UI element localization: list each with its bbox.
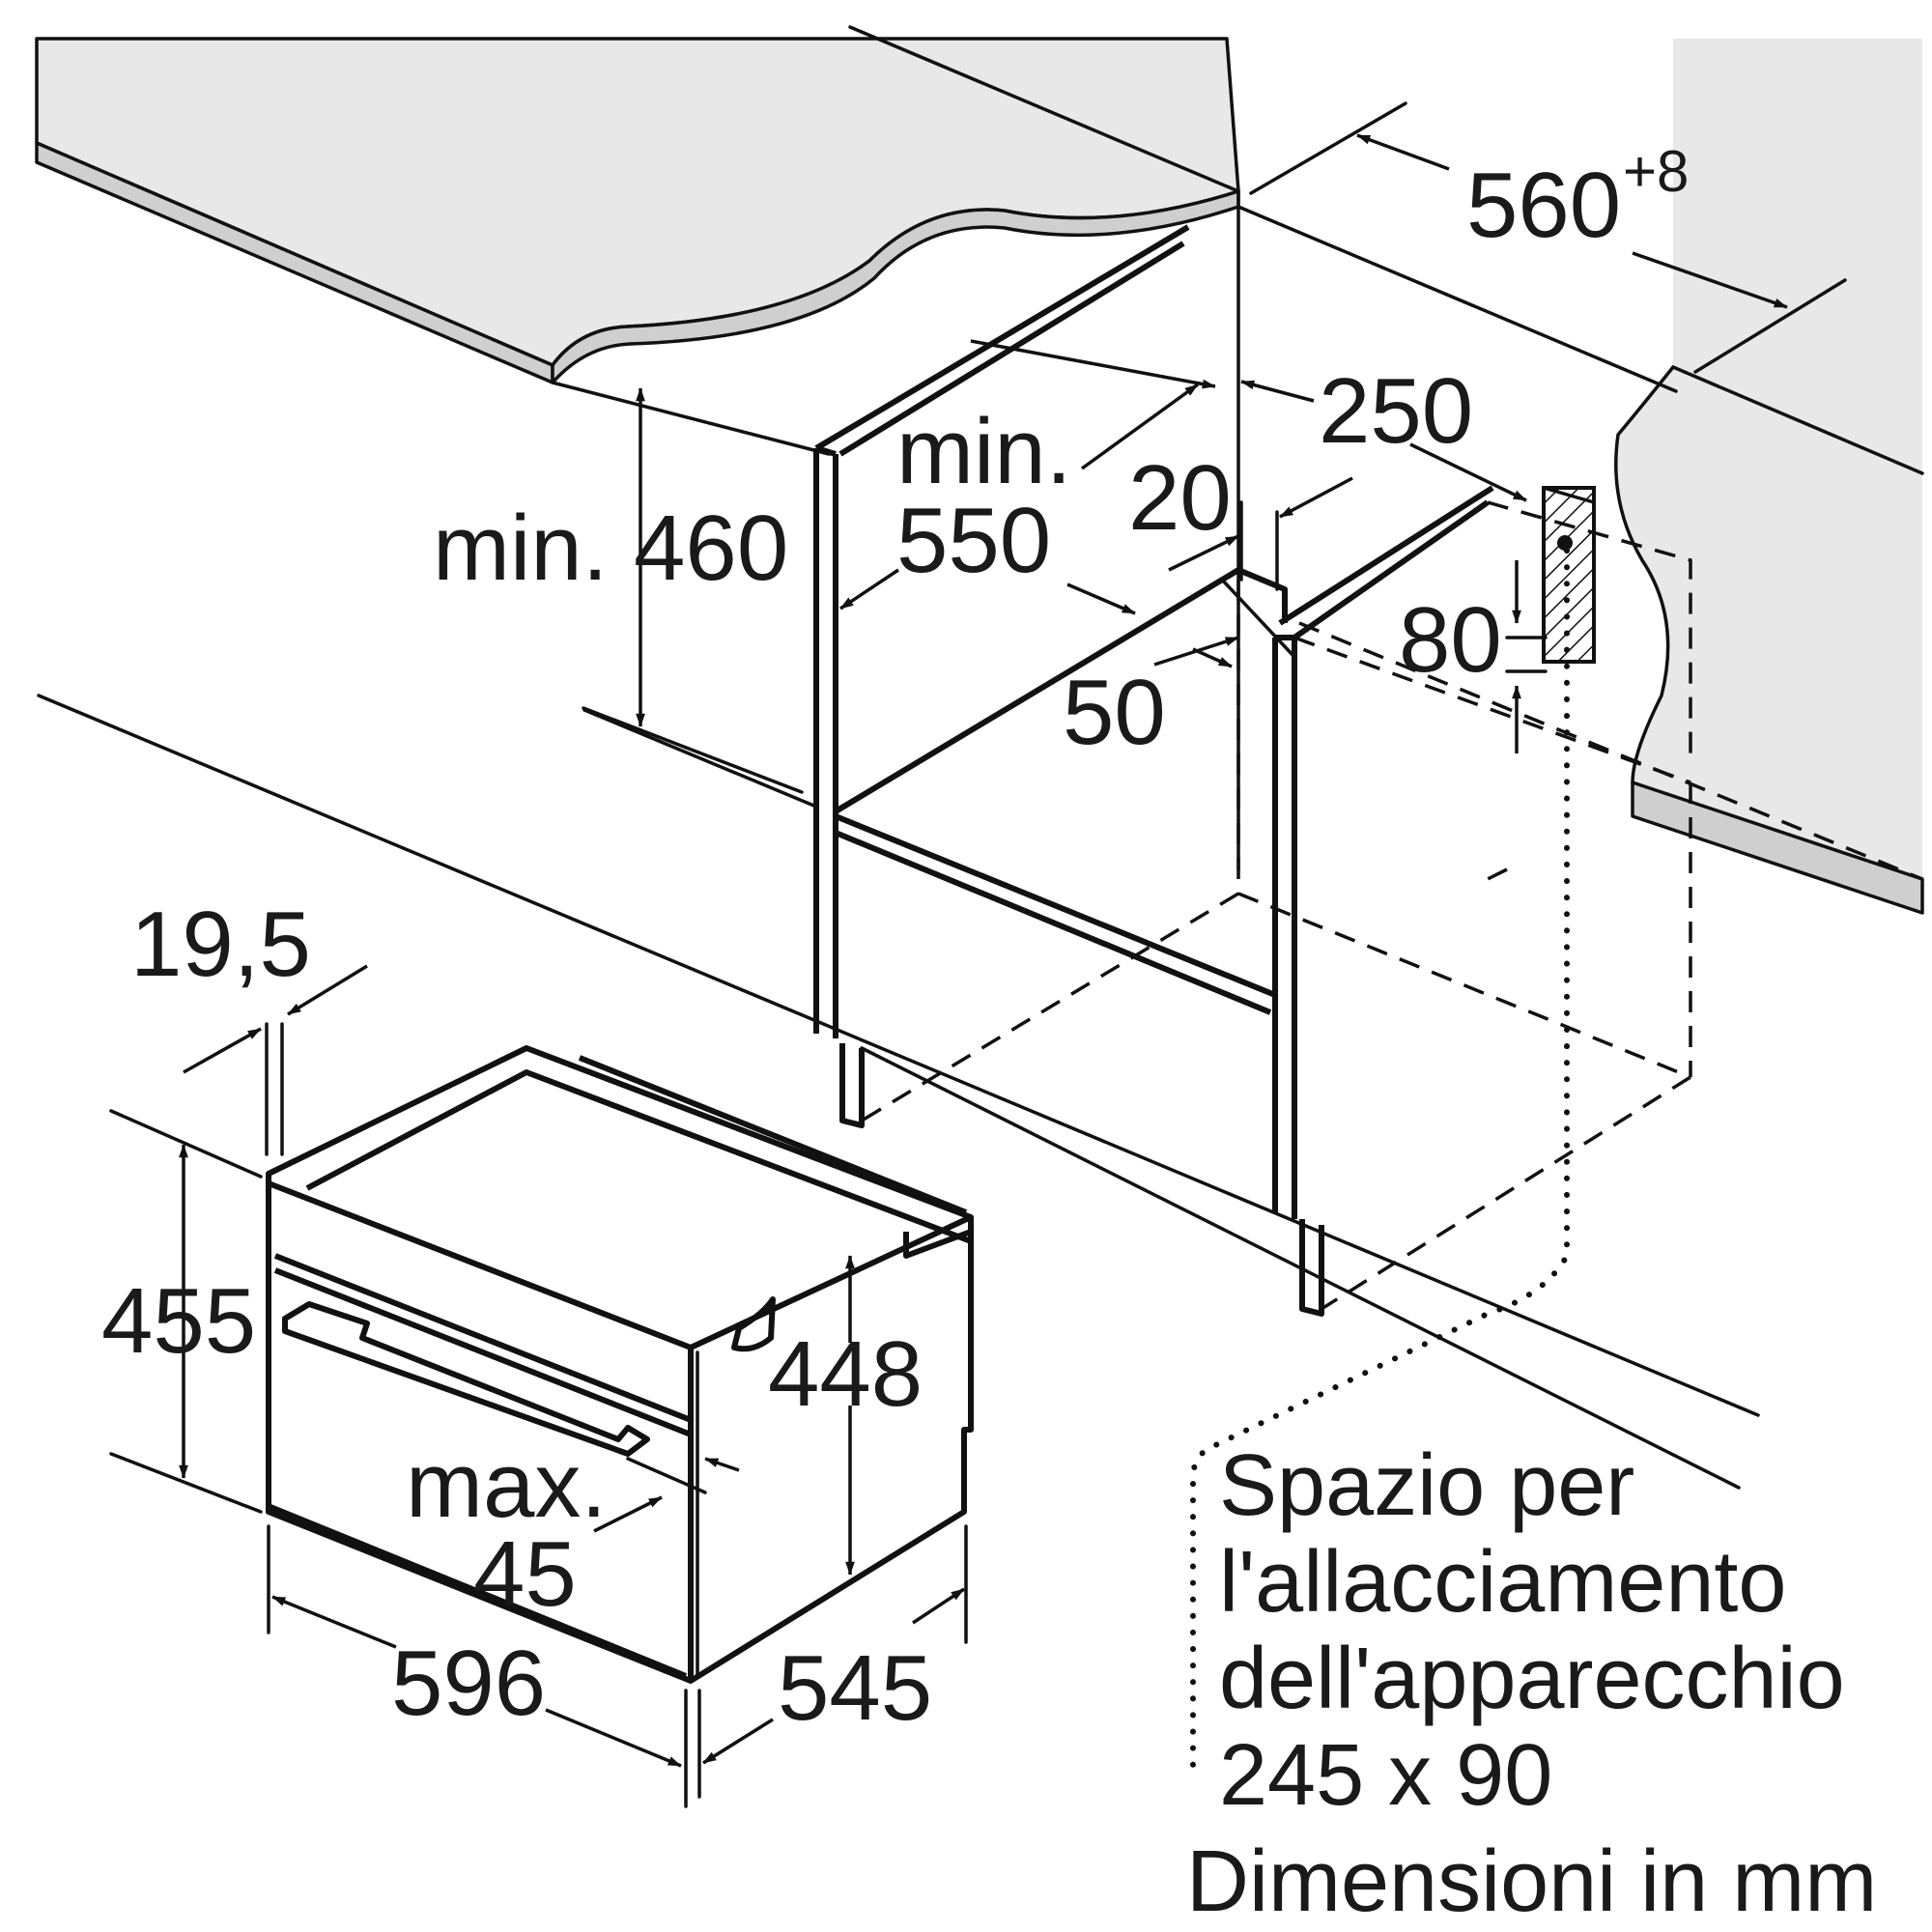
- label-front-thickness: 19,5: [130, 893, 311, 996]
- label-niche-width: 560: [1466, 154, 1621, 257]
- note-connection-3: dell'apparecchio: [1219, 1631, 1845, 1727]
- label-door-max-2: 45: [473, 1522, 577, 1626]
- label-appliance-width: 596: [391, 1632, 546, 1735]
- label-depth-min-1: min.: [896, 400, 1071, 503]
- countertop: [35, 25, 1240, 384]
- label-vent-gap: 50: [1063, 661, 1166, 764]
- dimension-lines: [109, 101, 1847, 1808]
- note-connection-4: 245 x 90: [1219, 1727, 1552, 1824]
- right-wall: [1614, 39, 1924, 915]
- connection-note: Spazio per l'allacciamento dell'apparecc…: [1186, 1437, 1877, 1930]
- note-connection-2: l'allacciamento: [1219, 1534, 1786, 1631]
- cabinet-niche: [37, 189, 1923, 1490]
- dimension-labels: 560 +8 min. 460 min. 550 250 20 80 50 19…: [101, 139, 1689, 1740]
- label-outlet-height: 80: [1399, 588, 1502, 692]
- connection-box: [1190, 486, 1596, 1771]
- label-appliance-height: 455: [101, 1269, 256, 1373]
- note-connection-1: Spazio per: [1219, 1437, 1634, 1534]
- label-appliance-depth: 545: [778, 1636, 932, 1740]
- appliance-oven: [266, 1045, 974, 1684]
- label-rear-gap: 250: [1319, 359, 1473, 463]
- label-side-gap: 20: [1128, 446, 1232, 550]
- label-depth-min-2: 550: [896, 489, 1051, 592]
- label-cabinet-height-min: min. 460: [433, 497, 788, 600]
- units-note: Dimensioni in mm: [1186, 1833, 1877, 1930]
- label-body-height: 448: [768, 1322, 923, 1426]
- label-niche-width-tol: +8: [1623, 139, 1689, 204]
- label-door-max-1: max.: [406, 1434, 607, 1537]
